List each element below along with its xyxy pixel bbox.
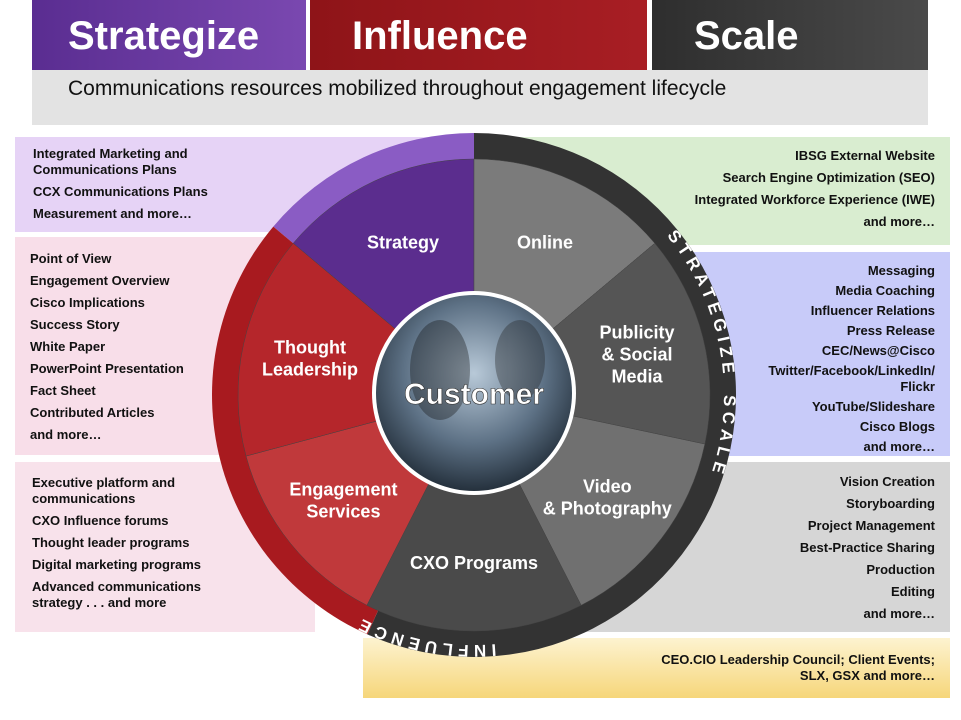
- list-item: Production: [866, 562, 935, 577]
- list-item: Thought leader programs: [32, 535, 190, 550]
- list-item: and more…: [863, 439, 935, 454]
- list-item: Cisco Blogs: [859, 419, 935, 434]
- list-item: CXO Influence forums: [32, 513, 169, 528]
- subtitle: Communications resources mobilized throu…: [32, 70, 928, 125]
- list-item: White Paper: [30, 339, 106, 354]
- list-item: Success Story: [30, 317, 120, 332]
- wedge-label: Strategy: [367, 233, 439, 253]
- strategize-list: Integrated Marketing and Communications …: [33, 146, 233, 228]
- list-item: and more…: [863, 606, 935, 621]
- publicity-list: Messaging Media Coaching Influencer Rela…: [755, 263, 935, 459]
- list-item: Point of View: [30, 251, 112, 266]
- wedge-label: CXO Programs: [410, 553, 538, 573]
- header-strategize: Strategize: [32, 0, 306, 70]
- list-item: and more…: [30, 427, 102, 442]
- wedge-label: Video& Photography: [543, 476, 672, 518]
- list-item: PowerPoint Presentation: [30, 361, 184, 376]
- engagement-list: Executive platform and communications CX…: [32, 475, 212, 617]
- wedge-label: Online: [517, 233, 573, 253]
- list-item: CEC/News@Cisco: [821, 343, 935, 358]
- list-item: Digital marketing programs: [32, 557, 202, 572]
- list-item: Cisco Implications: [30, 295, 145, 310]
- list-item: Executive platform and communications: [32, 475, 176, 506]
- list-item: YouTube/Slideshare: [811, 399, 935, 414]
- list-item: CCX Communications Plans: [33, 184, 208, 199]
- list-item: and more…: [863, 214, 935, 229]
- customer-label: Customer: [404, 378, 544, 411]
- list-item: Engagement Overview: [30, 273, 170, 288]
- list-item: Best-Practice Sharing: [799, 540, 935, 555]
- header-influence: Influence: [310, 0, 647, 70]
- list-item: Influencer Relations: [810, 303, 935, 318]
- list-item: Integrated Workforce Experience (IWE): [694, 192, 935, 207]
- list-item: Integrated Marketing and Communications …: [33, 146, 188, 177]
- list-item: Media Coaching: [835, 283, 935, 298]
- list-item: Contributed Articles: [30, 405, 155, 420]
- list-item: Press Release: [846, 323, 935, 338]
- header-scale: Scale: [652, 0, 928, 70]
- online-list: IBSG External Website Search Engine Opti…: [635, 148, 935, 236]
- list-item: Measurement and more…: [33, 206, 192, 221]
- list-item: Project Management: [807, 518, 935, 533]
- list-item: Twitter/Facebook/LinkedIn/ Flickr: [768, 363, 935, 394]
- cxo-list: CEO.CIO Leadership Council; Client Event…: [635, 652, 935, 690]
- list-item: Search Engine Optimization (SEO): [722, 170, 935, 185]
- list-item: Advanced communications strategy . . . a…: [32, 579, 202, 610]
- customer-photo: [376, 295, 572, 491]
- wedge-cxo-programs[interactable]: [366, 394, 582, 632]
- list-item: IBSG External Website: [795, 148, 935, 163]
- list-item: Editing: [890, 584, 935, 599]
- video-list: Vision Creation Storyboarding Project Ma…: [735, 474, 935, 628]
- list-item: Storyboarding: [846, 496, 935, 511]
- list-item: Vision Creation: [839, 474, 935, 489]
- list-item: Fact Sheet: [30, 383, 96, 398]
- thought-list: Point of View Engagement Overview Cisco …: [30, 251, 230, 449]
- list-item: CEO.CIO Leadership Council; Client Event…: [661, 652, 935, 683]
- list-item: Messaging: [867, 263, 935, 278]
